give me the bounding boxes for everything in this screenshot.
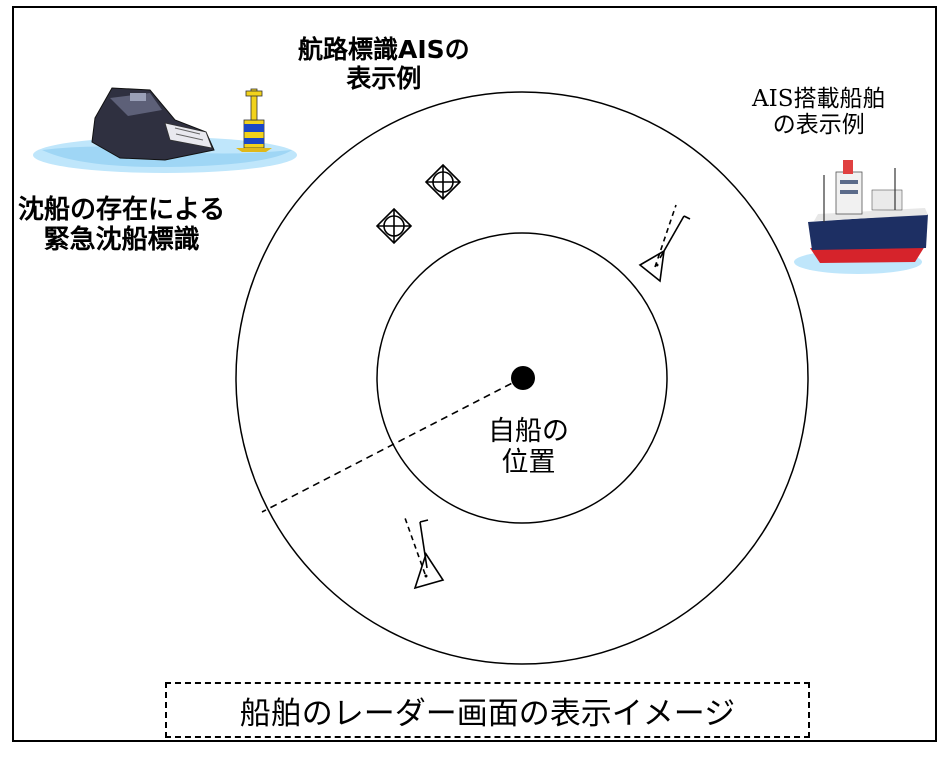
ais-ship-target-upper — [638, 204, 691, 283]
own-ship-position-label: 自船の 位置 — [488, 416, 569, 478]
inner-range-ring — [376, 232, 668, 524]
ais-ship-illustration — [794, 160, 928, 274]
wreck-label-line-2: 緊急沈船標識 — [43, 224, 200, 255]
ais-ship-label-line-1: AIS搭載船舶 — [752, 86, 886, 112]
emergency-wreck-marker-label: 沈船の存在による 緊急沈船標識 — [18, 195, 226, 256]
ais-aton-label-line-1: 航路標識AISの — [298, 35, 470, 64]
ais-aton-example-label: 航路標識AISの 表示例 — [298, 35, 470, 94]
ais-ship-target-lower — [404, 517, 445, 590]
ais-aton-symbol-lower — [375, 207, 413, 245]
own-ship-label-line-2: 位置 — [501, 447, 556, 479]
ais-ship-label-line-2: の表示例 — [772, 112, 865, 139]
outer-range-ring — [235, 91, 809, 665]
ais-ship-example-label: AIS搭載船舶 の表示例 — [752, 86, 885, 139]
caption-box: 船舶のレーダー画面の表示イメージ — [165, 682, 810, 738]
heading-line — [261, 377, 523, 513]
own-ship-dot — [511, 366, 535, 390]
caption-text: 船舶のレーダー画面の表示イメージ — [239, 695, 736, 732]
wreck-label-line-1: 沈船の存在による — [18, 195, 226, 225]
wreck-with-buoy-illustration — [33, 87, 297, 173]
own-ship-label-line-1: 自船の — [488, 416, 569, 447]
ais-aton-symbol-upper — [424, 163, 462, 201]
ais-aton-label-line-2: 表示例 — [346, 63, 422, 93]
